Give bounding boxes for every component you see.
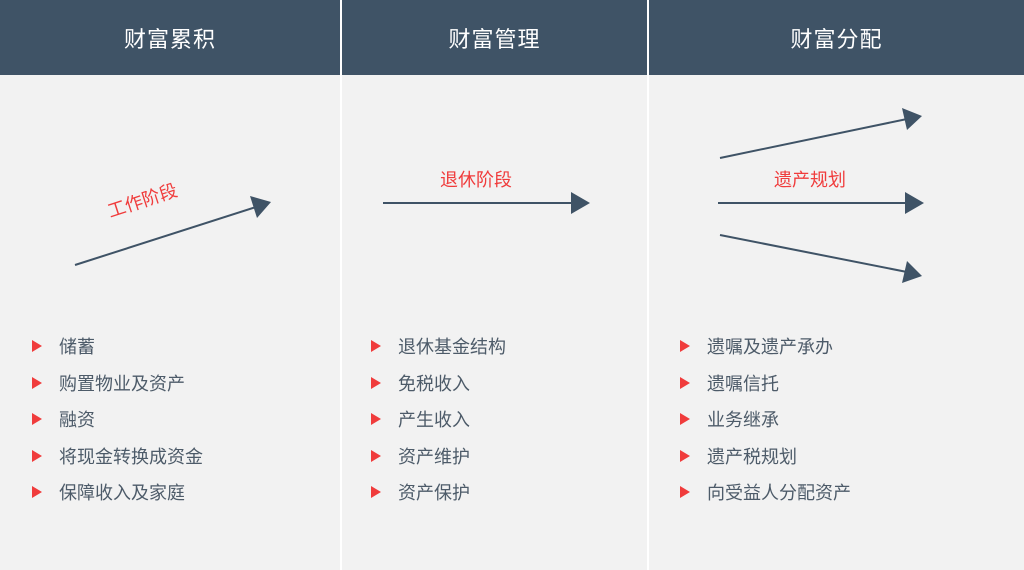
list-item: 保障收入及家庭 bbox=[32, 474, 203, 511]
list-item: 融资 bbox=[32, 401, 203, 438]
item-label: 产生收入 bbox=[398, 410, 470, 432]
bullet-triangle-icon bbox=[371, 413, 381, 426]
list-item: 产生收入 bbox=[371, 401, 506, 438]
item-label: 保障收入及家庭 bbox=[59, 483, 185, 505]
bullet-triangle-icon bbox=[680, 486, 690, 499]
list-item: 遗嘱信托 bbox=[680, 365, 851, 402]
item-label: 遗嘱及遗产承办 bbox=[707, 337, 833, 359]
stage-label: 退休阶段 bbox=[440, 170, 512, 191]
list-item: 业务继承 bbox=[680, 401, 851, 438]
list-item: 资产保护 bbox=[371, 474, 506, 511]
bullet-triangle-icon bbox=[32, 413, 42, 426]
list-item: 储蓄 bbox=[32, 328, 203, 365]
bullet-triangle-icon bbox=[32, 340, 42, 353]
bullet-triangle-icon bbox=[32, 486, 42, 499]
list-item: 遗产税规划 bbox=[680, 438, 851, 475]
bullet-triangle-icon bbox=[371, 486, 381, 499]
bullet-triangle-icon bbox=[371, 449, 381, 462]
item-label: 资产保护 bbox=[398, 483, 470, 505]
bullet-triangle-icon bbox=[680, 449, 690, 462]
column-header: 财富分配 bbox=[649, 0, 1024, 75]
item-label: 业务继承 bbox=[707, 410, 779, 432]
column-wealth-management: 财富管理 退休阶段 退休基金结构 免税收入 产生收入 资产维护 资产保护 bbox=[342, 0, 647, 570]
bullet-triangle-icon bbox=[371, 376, 381, 389]
arrows-diverging-icon bbox=[718, 108, 924, 283]
list-item: 资产维护 bbox=[371, 438, 506, 475]
column-header: 财富管理 bbox=[342, 0, 647, 75]
item-label: 资产维护 bbox=[398, 446, 470, 468]
item-list: 退休基金结构 免税收入 产生收入 资产维护 资产保护 bbox=[371, 328, 506, 511]
bullet-triangle-icon bbox=[680, 413, 690, 426]
item-label: 将现金转换成资金 bbox=[59, 446, 203, 468]
item-list: 储蓄 购置物业及资产 融资 将现金转换成资金 保障收入及家庭 bbox=[32, 328, 203, 511]
item-label: 向受益人分配资产 bbox=[707, 483, 851, 505]
bullet-triangle-icon bbox=[32, 376, 42, 389]
list-item: 向受益人分配资产 bbox=[680, 474, 851, 511]
item-label: 遗嘱信托 bbox=[707, 373, 779, 395]
list-item: 免税收入 bbox=[371, 365, 506, 402]
bullet-triangle-icon bbox=[680, 376, 690, 389]
stage-label: 遗产规划 bbox=[774, 170, 846, 191]
list-item: 购置物业及资产 bbox=[32, 365, 203, 402]
item-list: 遗嘱及遗产承办 遗嘱信托 业务继承 遗产税规划 向受益人分配资产 bbox=[680, 328, 851, 511]
item-label: 免税收入 bbox=[398, 373, 470, 395]
bullet-triangle-icon bbox=[371, 340, 381, 353]
bullet-triangle-icon bbox=[32, 449, 42, 462]
item-label: 退休基金结构 bbox=[398, 337, 506, 359]
item-label: 遗产税规划 bbox=[707, 446, 797, 468]
arrow-right-icon bbox=[383, 192, 590, 214]
column-wealth-distribution: 财富分配 遗产规划 遗嘱及遗产承办 遗嘱信托 业务继承 遗产税规划 向受益人分配… bbox=[649, 0, 1024, 570]
bullet-triangle-icon bbox=[680, 340, 690, 353]
item-label: 购置物业及资产 bbox=[59, 373, 185, 395]
list-item: 遗嘱及遗产承办 bbox=[680, 328, 851, 365]
item-label: 融资 bbox=[59, 410, 95, 432]
item-label: 储蓄 bbox=[59, 337, 95, 359]
arrow-up-icon bbox=[74, 196, 271, 266]
list-item: 将现金转换成资金 bbox=[32, 438, 203, 475]
column-wealth-accumulation: 财富累积 工作阶段 储蓄 购置物业及资产 融资 将现金转换成资金 保障收入及家庭 bbox=[0, 0, 340, 570]
column-header: 财富累积 bbox=[0, 0, 340, 75]
list-item: 退休基金结构 bbox=[371, 328, 506, 365]
